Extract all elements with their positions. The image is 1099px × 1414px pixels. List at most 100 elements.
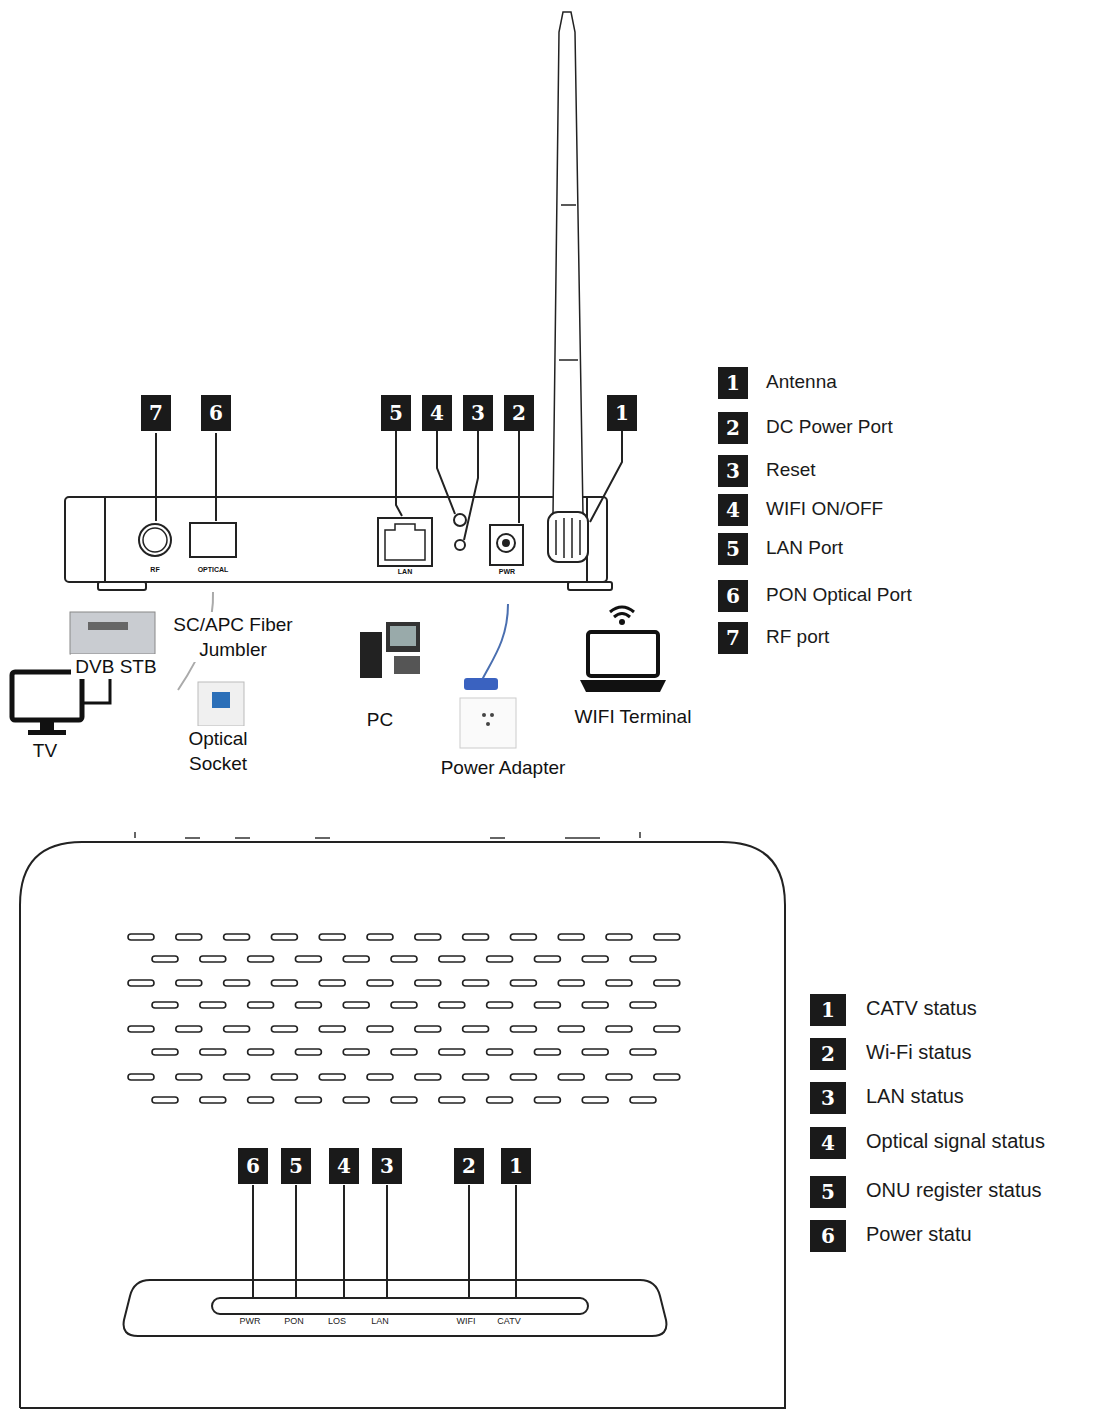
power-plug xyxy=(464,678,498,690)
vent-slot xyxy=(582,1097,608,1103)
vent-slot xyxy=(248,956,274,962)
callout-number: 4 xyxy=(329,1148,359,1184)
socket-icon xyxy=(198,682,244,726)
vent-slot xyxy=(510,1026,536,1032)
vent-slot xyxy=(391,1002,417,1008)
vent-slot xyxy=(606,1026,632,1032)
tv-icon xyxy=(40,722,54,730)
led-bar xyxy=(124,1280,667,1336)
part-name: Antenna xyxy=(766,371,837,393)
vent-slot xyxy=(391,956,417,962)
vent-slot xyxy=(367,1026,393,1032)
vent-slot xyxy=(343,1097,369,1103)
vent-slot xyxy=(487,1097,513,1103)
vent-slot xyxy=(248,1002,274,1008)
socket-icon xyxy=(212,692,230,708)
vent-slot xyxy=(271,980,297,986)
vent-slot xyxy=(152,1097,178,1103)
vent-slot xyxy=(224,1074,250,1080)
vent-slot xyxy=(200,1002,226,1008)
vent-slot xyxy=(295,1002,321,1008)
callout-number: 5 xyxy=(718,533,748,565)
callout-number: 5 xyxy=(810,1176,846,1208)
front-housing xyxy=(20,842,785,1408)
device-label: Optical Socket xyxy=(173,726,263,776)
vent-slot xyxy=(630,956,656,962)
vent-slot xyxy=(510,1074,536,1080)
vent-slot xyxy=(439,1002,465,1008)
vent-slot xyxy=(630,1049,656,1055)
device-label: SC/APC Fiber Jumbler xyxy=(172,612,294,662)
vent-slot xyxy=(343,1002,369,1008)
device-label: Power Adapter xyxy=(433,755,573,780)
vent-slot xyxy=(200,1049,226,1055)
callout-number: 7 xyxy=(718,622,748,654)
vent-slot xyxy=(463,980,489,986)
wifi-symbol xyxy=(610,607,634,617)
callout-number: 4 xyxy=(810,1127,846,1159)
leader-lines xyxy=(253,1185,516,1299)
part-name: Reset xyxy=(766,459,816,481)
rear-housing xyxy=(65,497,607,582)
part-name: Optical signal status xyxy=(866,1130,1045,1153)
vent-slot xyxy=(224,934,250,940)
vent-slot xyxy=(295,956,321,962)
pc-icon xyxy=(360,632,382,678)
device-label: WIFI Terminal xyxy=(568,704,698,729)
vent-slot xyxy=(319,1074,345,1080)
rf-port xyxy=(139,524,171,556)
vent-slot xyxy=(439,1049,465,1055)
antenna-base xyxy=(548,512,588,562)
led-label: WIFI xyxy=(446,1316,486,1326)
vent-slot xyxy=(176,1074,202,1080)
callout-number: 2 xyxy=(504,395,534,431)
reset-button xyxy=(455,540,465,550)
vent-slot xyxy=(654,934,680,940)
callout-number: 6 xyxy=(810,1220,846,1252)
wifi-button xyxy=(454,514,466,526)
dc-port xyxy=(503,540,509,546)
vent-slot xyxy=(415,1026,441,1032)
vent-slot xyxy=(128,1026,154,1032)
led-label: PON xyxy=(274,1316,314,1326)
port-label: PWR xyxy=(487,568,527,575)
part-name: CATV status xyxy=(866,997,977,1020)
vent-slot xyxy=(224,1026,250,1032)
vent-slot xyxy=(319,1026,345,1032)
part-name: LAN Port xyxy=(766,537,843,559)
antenna xyxy=(561,204,576,206)
vent-slot xyxy=(200,1097,226,1103)
part-name: WIFI ON/OFF xyxy=(766,498,883,520)
part-name: Wi-Fi status xyxy=(866,1041,972,1064)
vent-slot xyxy=(200,956,226,962)
vent-slot xyxy=(271,1026,297,1032)
callout-number: 4 xyxy=(718,494,748,526)
vent-slot xyxy=(367,1074,393,1080)
vent-slot xyxy=(176,980,202,986)
power-socket xyxy=(460,698,516,748)
lan-port xyxy=(385,524,425,560)
callout-number: 1 xyxy=(607,395,637,431)
callout-number: 7 xyxy=(141,395,171,431)
vent-slot xyxy=(295,1097,321,1103)
callout-number: 2 xyxy=(810,1038,846,1070)
vent-slot xyxy=(534,1002,560,1008)
vent-slot xyxy=(558,1026,584,1032)
vent-slot xyxy=(606,1074,632,1080)
callout-number: 6 xyxy=(718,580,748,612)
vent-slot xyxy=(654,1074,680,1080)
callout-number: 3 xyxy=(718,455,748,487)
callout-number: 6 xyxy=(201,395,231,431)
laptop-icon xyxy=(588,632,658,676)
wifi-symbol xyxy=(619,619,625,625)
vent-slot xyxy=(319,980,345,986)
stb-icon xyxy=(88,622,128,630)
callout-number: 5 xyxy=(281,1148,311,1184)
dc-port xyxy=(497,534,515,552)
vent-slot xyxy=(271,1074,297,1080)
led-label: PWR xyxy=(230,1316,270,1326)
vent-slot xyxy=(582,1002,608,1008)
vent-slots xyxy=(128,934,680,1103)
leader-lines xyxy=(156,431,622,540)
